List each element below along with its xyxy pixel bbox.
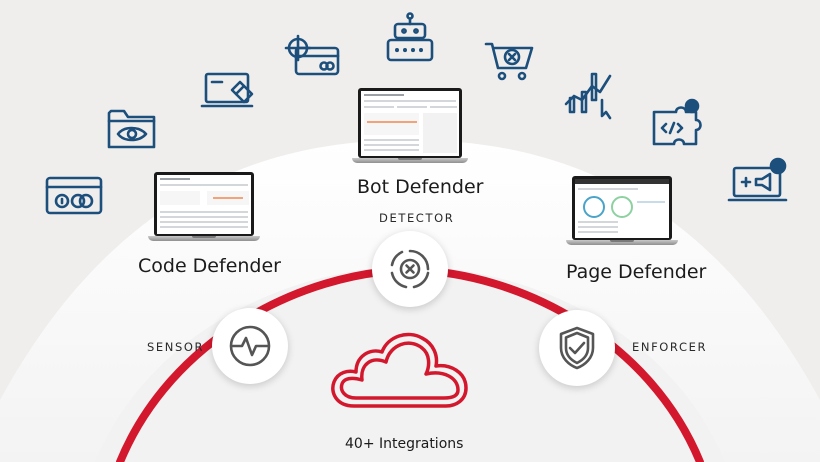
detector-icon [390, 249, 430, 289]
sensor-node [212, 308, 288, 384]
enforcer-node [539, 310, 615, 386]
chart-click-icon [564, 72, 612, 120]
bot-defender-label: Bot Defender [357, 176, 484, 198]
code-puzzle-icon [652, 98, 702, 146]
integrations-label: 40+ Integrations [345, 436, 464, 452]
enforcer-label: ENFORCER [632, 340, 708, 354]
laptop-eraser-icon [200, 72, 254, 108]
bot-defender-laptop [352, 88, 468, 166]
blocked-cart-icon [484, 42, 534, 81]
code-defender-laptop [148, 172, 260, 244]
cloud-icon [331, 332, 468, 408]
page-defender-label: Page Defender [566, 261, 707, 283]
code-defender-label: Code Defender [138, 255, 281, 277]
sensor-label: SENSOR [147, 340, 205, 354]
detector-label: DETECTOR [379, 211, 455, 225]
detector-node [372, 231, 448, 307]
eye-folder-icon [107, 109, 156, 149]
robot-password-icon [386, 12, 434, 62]
shield-check-icon [559, 326, 595, 370]
sensor-pulse-icon [229, 325, 271, 367]
page-defender-laptop [566, 176, 678, 248]
padlock-card-icon [45, 176, 103, 215]
target-card-icon [284, 34, 340, 76]
laptop-megaphone-icon [727, 157, 788, 202]
